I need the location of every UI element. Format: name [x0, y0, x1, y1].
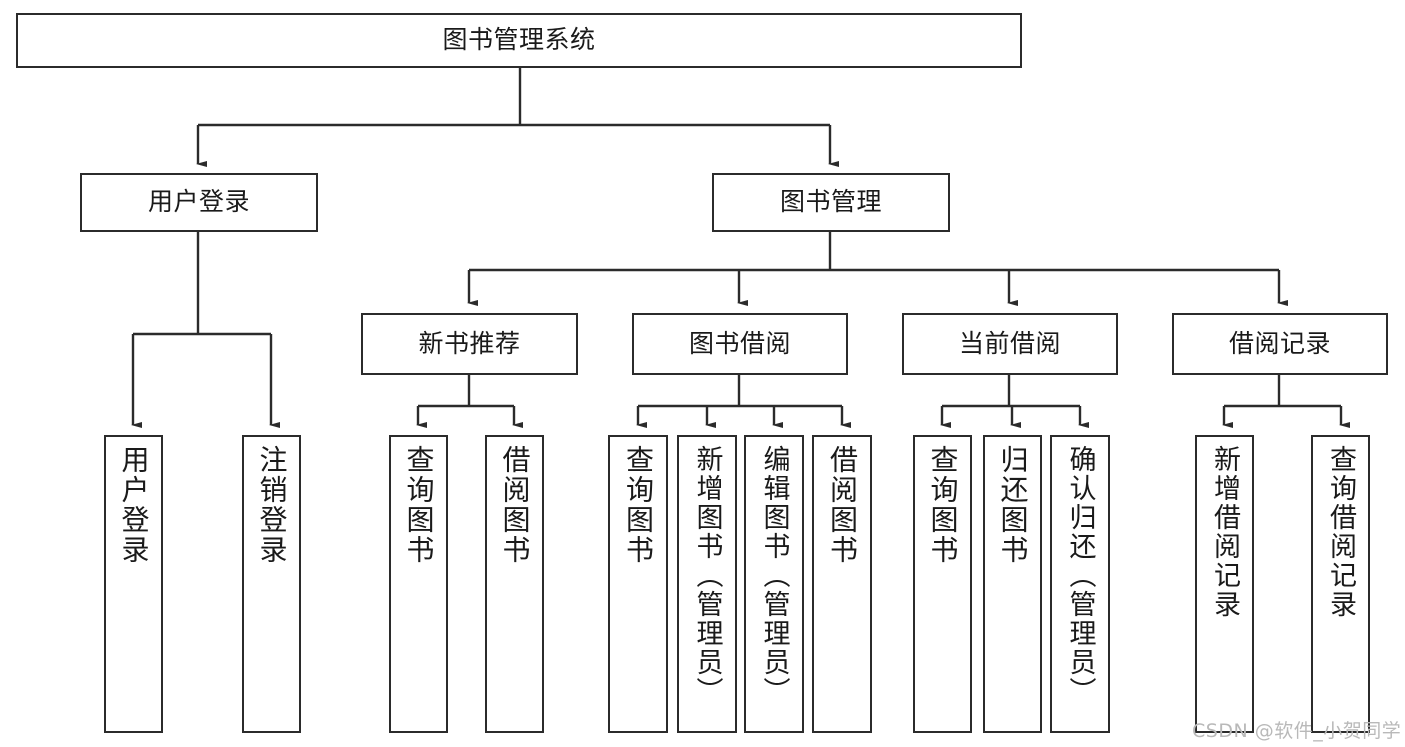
node-borrow-record[interactable]: 借阅记录 [1172, 313, 1388, 375]
node-label: 编辑图书（管理员） [758, 445, 790, 706]
node-label: 注销登录 [255, 445, 289, 565]
node-book-management[interactable]: 图书管理 [712, 173, 950, 232]
node-label: 当前借阅 [958, 328, 1061, 358]
leaf-query-book-current[interactable]: 查询图书 [913, 435, 972, 733]
node-label: 新增借阅记录 [1209, 445, 1240, 619]
leaf-add-book-admin[interactable]: 新增图书（管理员） [677, 435, 737, 733]
node-label: 查询图书 [402, 445, 436, 565]
node-current-borrow[interactable]: 当前借阅 [902, 313, 1118, 375]
node-label: 借阅图书 [498, 445, 532, 565]
node-label: 确认归还（管理员） [1064, 445, 1096, 706]
leaf-query-book-borrow[interactable]: 查询图书 [608, 435, 668, 733]
leaf-add-borrow-record[interactable]: 新增借阅记录 [1195, 435, 1254, 733]
node-label: 新增图书（管理员） [691, 445, 723, 706]
leaf-borrow-book-recommend[interactable]: 借阅图书 [485, 435, 544, 733]
node-label: 查询借阅记录 [1325, 445, 1356, 619]
leaf-user-login[interactable]: 用户登录 [104, 435, 163, 733]
node-new-book-recommend[interactable]: 新书推荐 [361, 313, 578, 375]
leaf-confirm-return-admin[interactable]: 确认归还（管理员） [1050, 435, 1110, 733]
leaf-query-book-recommend[interactable]: 查询图书 [389, 435, 448, 733]
leaf-borrow-book[interactable]: 借阅图书 [812, 435, 872, 733]
node-label: 新书推荐 [418, 328, 521, 358]
node-label: 查询图书 [622, 445, 655, 565]
node-root-library-management-system[interactable]: 图书管理系统 [16, 13, 1022, 68]
node-label: 用户登录 [147, 187, 250, 217]
node-label: 借阅记录 [1228, 328, 1331, 358]
leaf-edit-book-admin[interactable]: 编辑图书（管理员） [744, 435, 804, 733]
leaf-return-book[interactable]: 归还图书 [983, 435, 1042, 733]
node-label: 查询图书 [926, 445, 960, 565]
node-user-login[interactable]: 用户登录 [80, 173, 318, 232]
node-label: 归还图书 [996, 445, 1030, 565]
node-label: 借阅图书 [826, 445, 859, 565]
leaf-query-borrow-record[interactable]: 查询借阅记录 [1311, 435, 1370, 733]
node-label: 图书借阅 [688, 328, 791, 358]
node-label: 图书管理 [779, 187, 882, 217]
node-book-borrow[interactable]: 图书借阅 [632, 313, 848, 375]
leaf-logout-login[interactable]: 注销登录 [242, 435, 301, 733]
node-label: 用户登录 [117, 445, 151, 565]
node-label: 图书管理系统 [442, 25, 596, 55]
